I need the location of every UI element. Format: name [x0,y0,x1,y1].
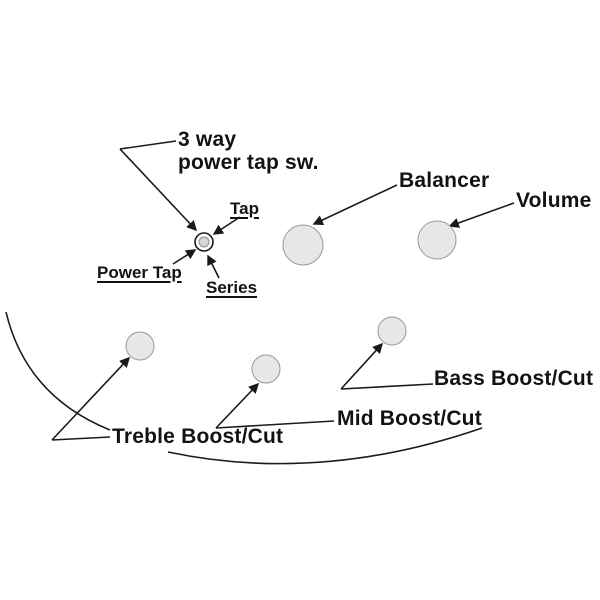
series-arrow [207,254,220,279]
power-tap-label: Power Tap [97,263,182,282]
switch-title: 3 way power tap sw. [178,128,319,174]
switch-title-line2: power tap sw. [178,151,319,174]
treble-curve-left [5,311,111,431]
bass-knob [377,316,407,346]
title-pointer-arrow [119,148,198,232]
mid-boost-cut-label: Mid Boost/Cut [337,407,482,430]
treble-knob [125,331,155,361]
tap-arrow [212,216,241,235]
power-tap-switch-tip [198,236,210,248]
bass-pointer-bend [340,383,434,390]
treble-pointer-connector [51,436,111,441]
balancer-knob [282,224,324,266]
mid-pointer-arrow [215,382,260,429]
bass-boost-cut-label: Bass Boost/Cut [434,367,594,390]
treble-pointer-arrow [51,356,131,441]
switch-title-line1: 3 way [178,128,237,151]
power-tap-arrow [172,249,197,265]
volume-label: Volume [516,189,592,212]
bass-pointer-arrow [340,342,384,390]
series-label: Series [206,278,258,297]
balancer-label: Balancer [399,169,490,192]
treble-boost-cut-label: Treble Boost/Cut [112,425,284,448]
title-pointer-bend [119,140,177,150]
mid-knob [251,354,281,384]
balancer-pointer [312,184,398,225]
volume-pointer [448,202,515,228]
mid-pointer-bend [215,420,335,429]
volume-knob [417,220,457,260]
tap-label: Tap [230,199,259,218]
bottom-sweep-curve [167,427,483,465]
